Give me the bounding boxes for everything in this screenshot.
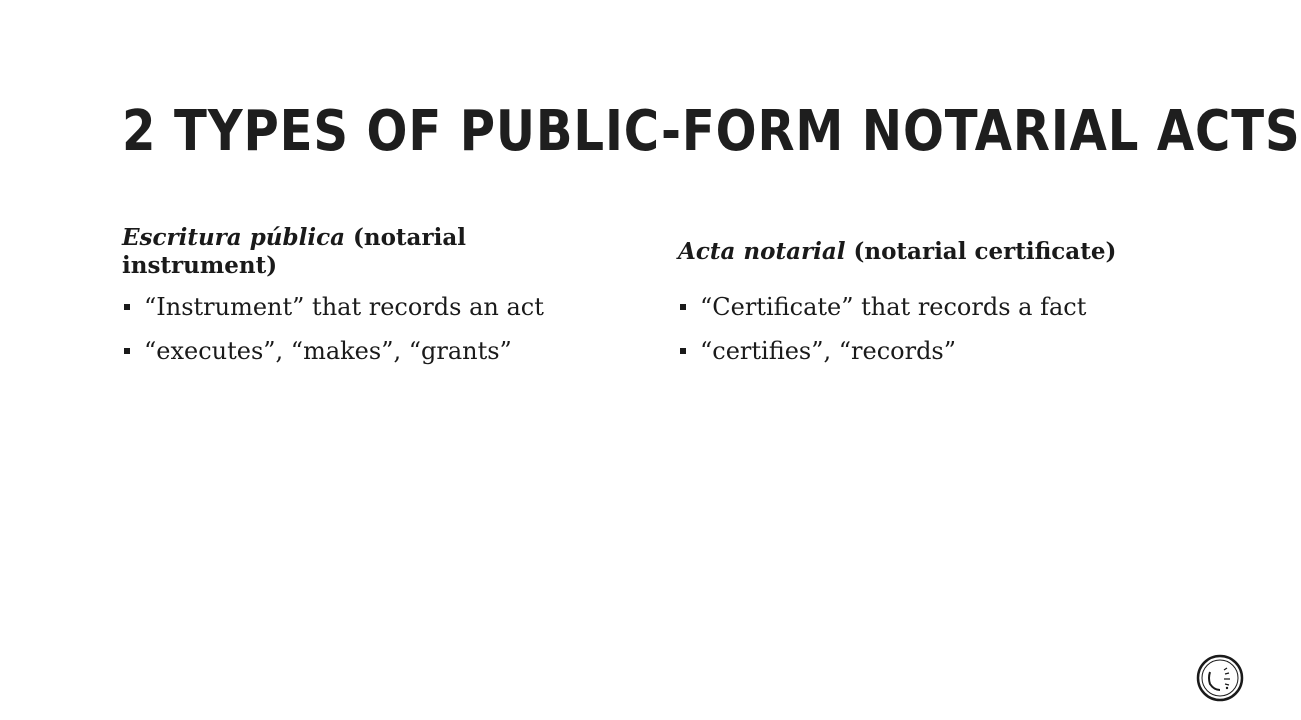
list-item-text: “Instrument” that records an act — [144, 293, 544, 321]
square-bullet-icon — [680, 304, 686, 310]
square-bullet-icon — [680, 348, 686, 354]
slide-title: 2 TYPES OF PUBLIC-FORM NOTARIAL ACTS — [122, 99, 1301, 164]
list-item-text: “certifies”, “records” — [700, 337, 957, 365]
left-column: Escritura pública (notarial instrument) … — [122, 218, 622, 380]
right-column: Acta notarial (notarial certificate) “Ce… — [678, 218, 1178, 380]
square-bullet-icon — [124, 348, 130, 354]
square-bullet-icon — [124, 304, 130, 310]
right-heading-term: Acta notarial — [678, 238, 846, 265]
right-column-heading: Acta notarial (notarial certificate) — [678, 218, 1178, 286]
list-item: “Instrument” that records an act — [122, 292, 622, 322]
list-item: “certifies”, “records” — [678, 336, 1178, 366]
right-heading-gloss: (notarial certificate) — [845, 238, 1117, 265]
right-bullet-list: “Certificate” that records a fact “certi… — [678, 292, 1178, 366]
list-item: “Certificate” that records a fact — [678, 292, 1178, 322]
list-item-text: “executes”, “makes”, “grants” — [144, 337, 512, 365]
left-column-heading: Escritura pública (notarial instrument) — [122, 218, 622, 286]
left-heading-term: Escritura pública — [122, 224, 345, 251]
left-bullet-list: “Instrument” that records an act “execut… — [122, 292, 622, 366]
list-item-text: “Certificate” that records a fact — [700, 293, 1087, 321]
list-item: “executes”, “makes”, “grants” — [122, 336, 622, 366]
left-heading-gloss: (notarial instrument) — [122, 224, 466, 279]
circular-seal-icon — [1196, 654, 1244, 702]
